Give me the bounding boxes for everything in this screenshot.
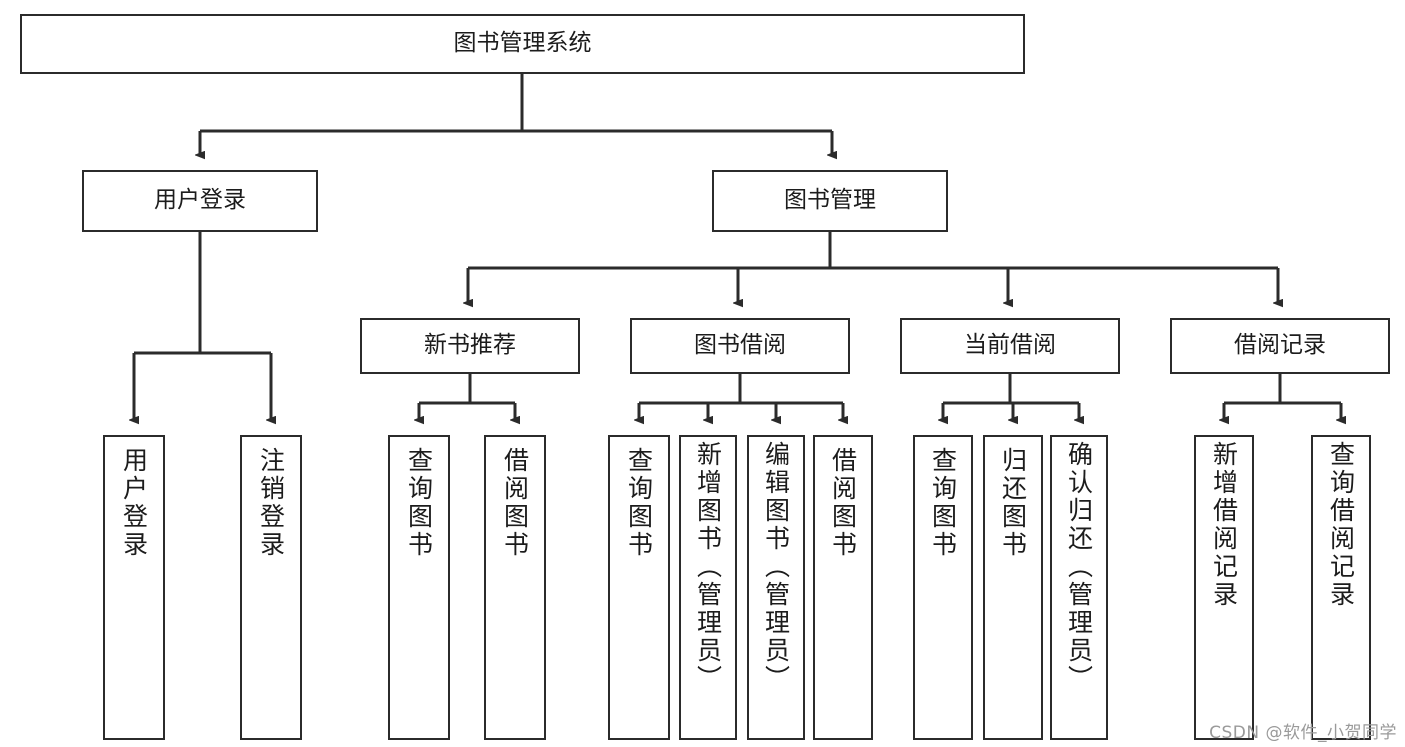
node-leaf-add-book-admin[interactable]: 新增图书（管理员） [679,435,737,740]
node-leaf-query-book-2[interactable]: 查询图书 [608,435,670,740]
node-label: 图书管理 [784,187,876,214]
node-label: 确认归还（管理员） [1064,441,1094,693]
node-leaf-return-book[interactable]: 归还图书 [983,435,1043,740]
node-label: 查询图书 [404,447,434,559]
node-label: 注销登录 [256,447,286,559]
node-leaf-user-login[interactable]: 用户登录 [103,435,165,740]
node-label: 查询图书 [624,447,654,559]
node-leaf-edit-book-admin[interactable]: 编辑图书（管理员） [747,435,805,740]
node-leaf-query-borrow-record[interactable]: 查询借阅记录 [1311,435,1371,740]
node-current-borrow[interactable]: 当前借阅 [900,318,1120,374]
node-leaf-query-book-1[interactable]: 查询图书 [388,435,450,740]
node-label: 借阅图书 [500,447,530,559]
node-label: 用户登录 [154,187,246,214]
watermark-text: CSDN @软件_小贺同学 [1209,723,1397,743]
node-book-manage[interactable]: 图书管理 [712,170,948,232]
node-user-login[interactable]: 用户登录 [82,170,318,232]
node-label: 新增借阅记录 [1209,441,1239,609]
node-label: 图书借阅 [694,332,786,359]
node-leaf-borrow-book-1[interactable]: 借阅图书 [484,435,546,740]
node-label: 图书管理系统 [453,30,592,57]
node-label: 当前借阅 [964,332,1056,359]
node-root-system[interactable]: 图书管理系统 [20,14,1025,74]
node-new-book-recommend[interactable]: 新书推荐 [360,318,580,374]
node-label: 借阅图书 [828,447,858,559]
node-leaf-query-book-3[interactable]: 查询图书 [913,435,973,740]
node-label: 新书推荐 [424,332,516,359]
node-leaf-confirm-return-admin[interactable]: 确认归还（管理员） [1050,435,1108,740]
node-leaf-add-borrow-record[interactable]: 新增借阅记录 [1194,435,1254,740]
node-borrow-record[interactable]: 借阅记录 [1170,318,1390,374]
node-label: 借阅记录 [1234,332,1326,359]
node-label: 归还图书 [998,447,1028,559]
node-label: 新增图书（管理员） [693,441,723,693]
node-book-borrow[interactable]: 图书借阅 [630,318,850,374]
node-label: 查询借阅记录 [1326,441,1356,609]
node-leaf-borrow-book-2[interactable]: 借阅图书 [813,435,873,740]
node-label: 编辑图书（管理员） [761,441,791,693]
node-label: 用户登录 [119,447,149,559]
node-leaf-logout-login[interactable]: 注销登录 [240,435,302,740]
node-label: 查询图书 [928,447,958,559]
